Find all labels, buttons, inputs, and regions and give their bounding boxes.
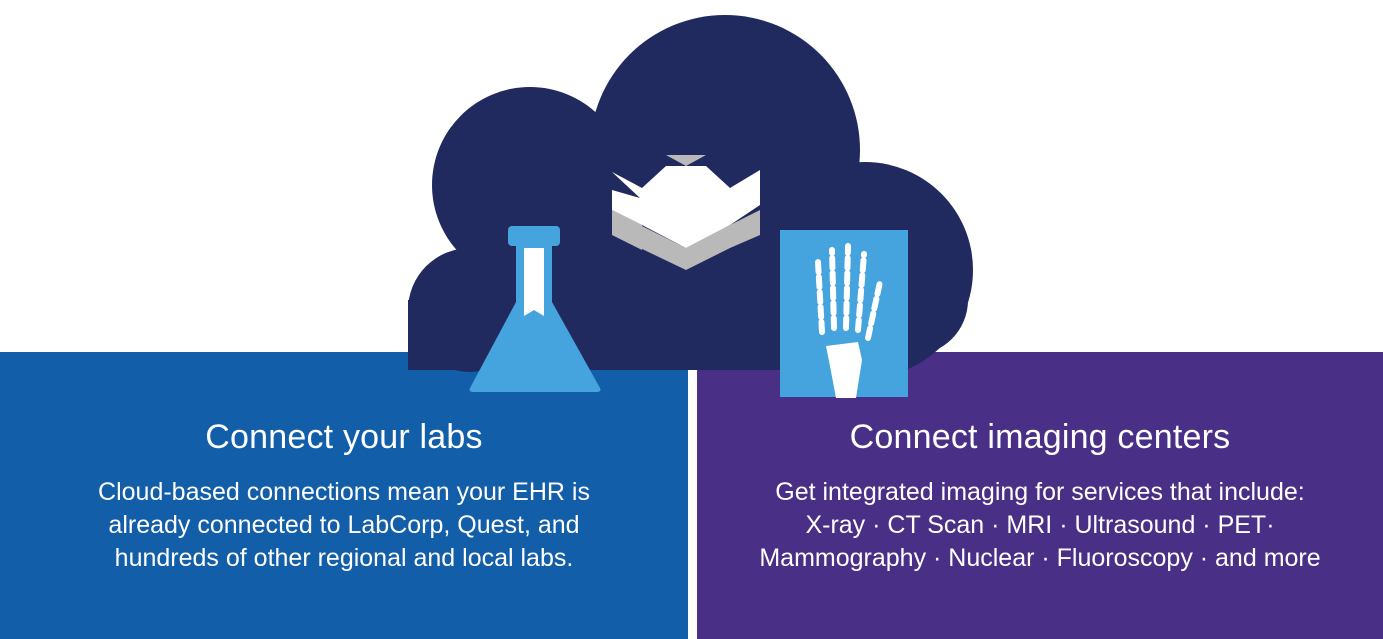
medical-cross-icon [612, 155, 760, 270]
labs-description-line: Cloud-based connections mean your EHR is [98, 478, 590, 506]
imaging-description-line: X-ray · CT Scan · MRI · Ultrasound · PET… [805, 511, 1275, 539]
labs-description: Cloud-based connections mean your EHR is… [20, 476, 668, 575]
labs-description-line: already connected to LabCorp, Quest, and [108, 511, 580, 539]
cloud-icon [408, 15, 973, 378]
imaging-title: Connect imaging centers [849, 418, 1231, 456]
imaging-panel: Connect imaging centers Get integrated i… [697, 352, 1383, 639]
labs-panel: Connect your labs Cloud-based connection… [0, 352, 688, 639]
labs-description-line: hundreds of other regional and local lab… [114, 544, 574, 572]
imaging-description: Get integrated imaging for services that… [717, 476, 1363, 575]
imaging-description-line: Mammography · Nuclear · Fluoroscopy · an… [759, 544, 1321, 572]
imaging-description-line: Get integrated imaging for services that… [775, 478, 1305, 506]
labs-title: Connect your labs [205, 418, 483, 456]
